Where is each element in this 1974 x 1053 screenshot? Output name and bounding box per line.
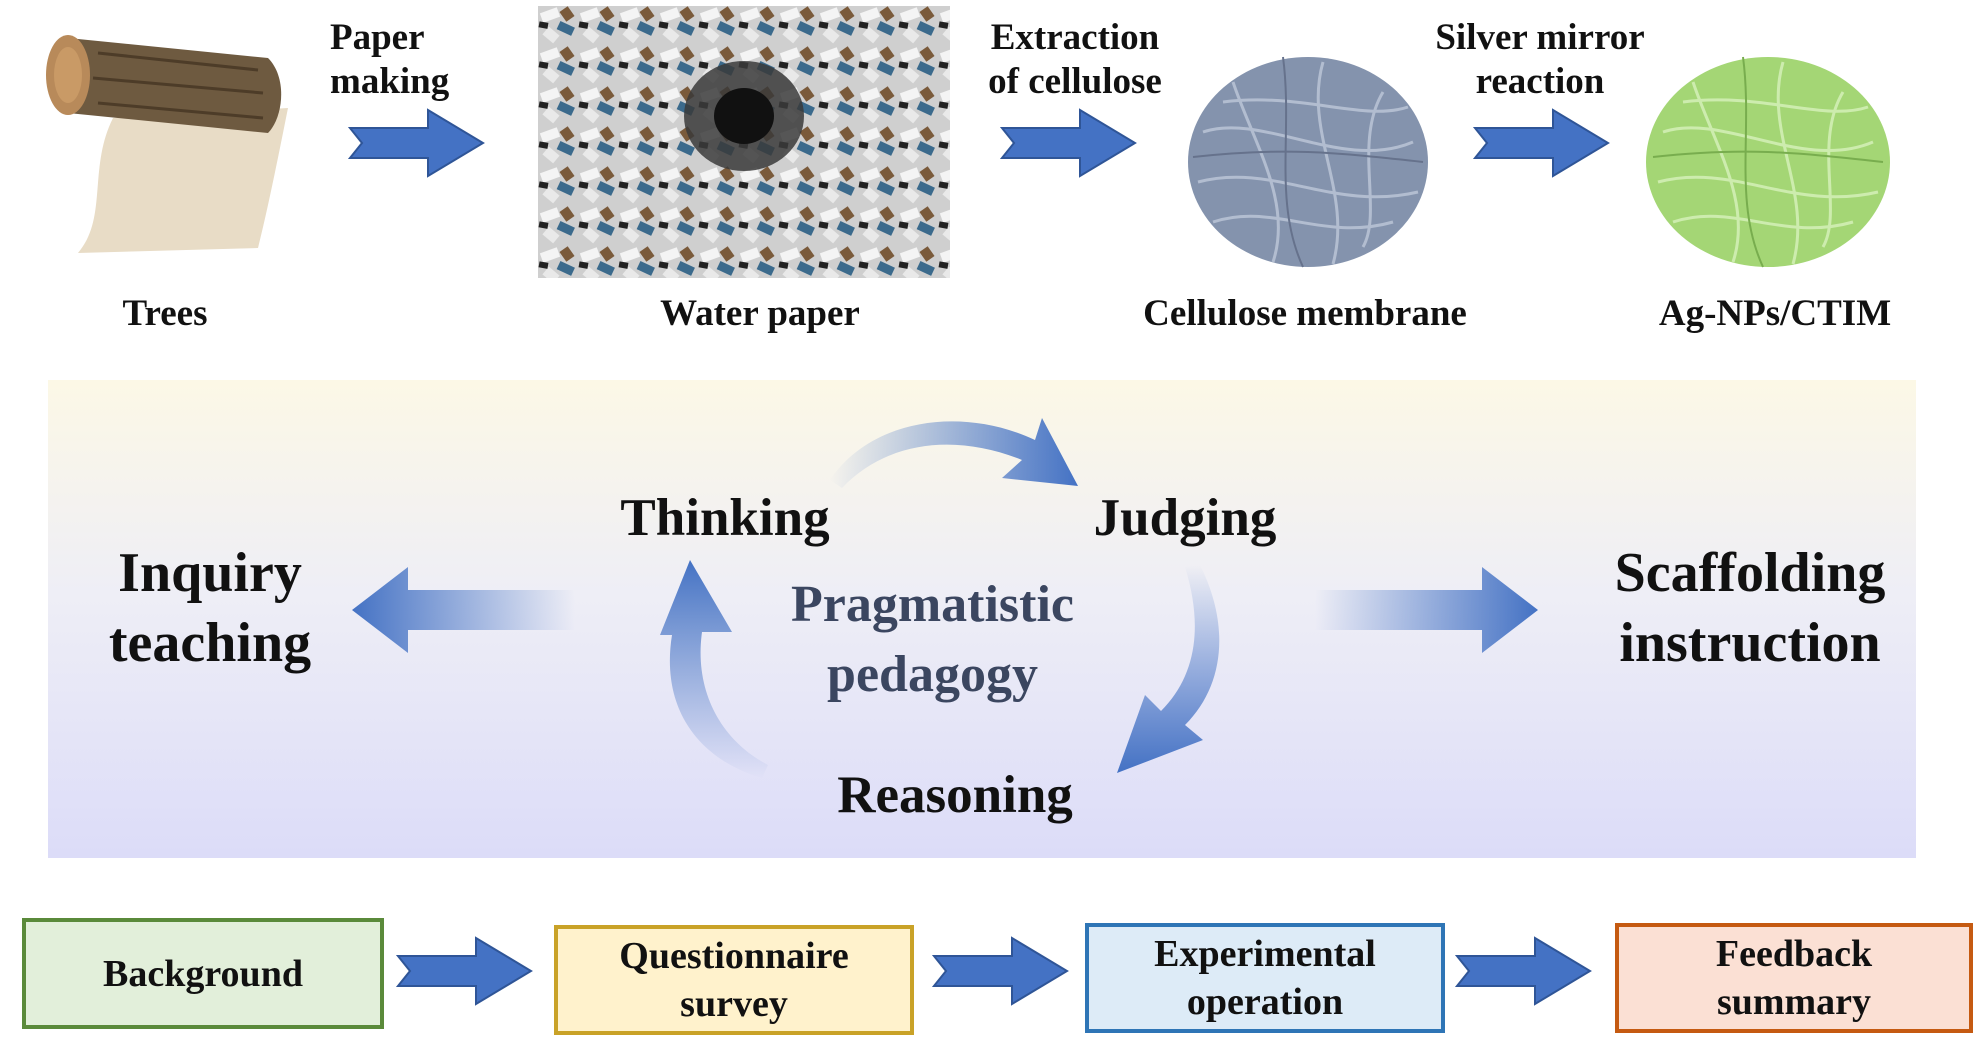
cycle-reasoning-label: Reasoning (837, 766, 1073, 824)
label-line2: pedagogy (827, 646, 1038, 703)
process-arrow-1 (347, 108, 485, 178)
process-arrow-2 (999, 108, 1137, 178)
label-line2: instruction (1619, 612, 1881, 674)
box-label-line2: operation (1186, 981, 1344, 1023)
cellulose-membrane-image (1188, 56, 1428, 268)
step-label-line1: Silver mirror (1435, 17, 1645, 58)
flow-box-feedback: Feedback summary (1615, 923, 1973, 1033)
waste-paper-image (538, 6, 950, 278)
flow-arrow-2 (931, 936, 1069, 1006)
box-label-line2: summary (1716, 981, 1872, 1023)
tree-log-image (46, 35, 288, 253)
step-label-extraction: Extraction of cellulose (975, 16, 1175, 104)
scaffolding-instruction-label: Scaffolding instruction (1580, 538, 1920, 678)
label-line1: Scaffolding (1614, 542, 1886, 604)
box-label: Background (103, 952, 303, 995)
flow-box-questionnaire: Questionnaire survey (554, 925, 914, 1035)
label-line2: teaching (108, 612, 312, 674)
stage-label-trees: Trees (122, 293, 208, 334)
box-label-line1: Feedback (1715, 933, 1873, 975)
flow-box-experimental: Experimental operation (1085, 923, 1445, 1033)
step-label-line2: of cellulose (988, 61, 1162, 102)
box-label-line2: survey (680, 983, 788, 1025)
label-line1: Inquiry (118, 542, 302, 604)
step-label-silver-mirror: Silver mirror reaction (1420, 16, 1660, 104)
ag-nps-ctim-image (1646, 56, 1890, 268)
step-label-line2: reaction (1475, 61, 1605, 102)
process-arrow-3 (1472, 108, 1610, 178)
step-label-line2: making (330, 61, 450, 102)
cycle-arrow-thinking-to-judging (830, 418, 1078, 488)
pragmatistic-pedagogy-label: Pragmatistic pedagogy (760, 570, 1105, 710)
cycle-arrow-judging-to-reasoning (1117, 565, 1220, 773)
box-label-line1: Questionnaire (619, 935, 849, 977)
stage-label-ag-nps-ctim: Ag-NPs/CTIM (1658, 293, 1892, 334)
step-label-line1: Paper (330, 17, 425, 58)
pedagogy-panel (48, 380, 1916, 858)
inquiry-teaching-label: Inquiry teaching (80, 538, 340, 678)
right-gradient-arrow (1315, 567, 1538, 653)
stage-label-cellulose-membrane: Cellulose membrane (1143, 293, 1467, 334)
box-label-line1: Experimental (1154, 933, 1376, 975)
step-label-line1: Extraction (990, 17, 1160, 58)
cycle-thinking-label: Thinking (620, 489, 830, 547)
step-label-paper-making: Paper making (330, 16, 470, 104)
label-line1: Pragmatistic (790, 576, 1074, 633)
flow-arrow-3 (1454, 936, 1592, 1006)
flow-box-background: Background (22, 918, 384, 1029)
stage-label-water-paper: Water paper (660, 293, 860, 334)
flow-arrow-1 (395, 936, 533, 1006)
cycle-judging-label: Judging (1093, 489, 1277, 547)
cycle-arrow-reasoning-to-thinking (660, 560, 768, 778)
left-gradient-arrow (352, 567, 575, 653)
